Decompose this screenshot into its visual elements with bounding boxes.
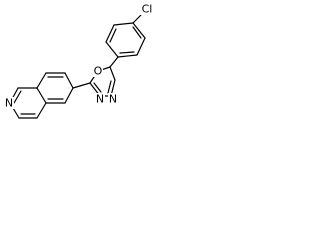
molecule-canvas: Cl O N N N [0,0,158,141]
nitrogen-atom-label-right: N [109,93,117,106]
bond-q-inner-d [13,90,22,104]
bond-q6 [64,72,74,89]
bond-n-c5-double [107,80,112,94]
bond-phenyl-oxadiazole [109,56,119,68]
chlorophenyl-ring [105,22,146,58]
molecule-structure: Cl O N N N [4,2,156,119]
nitrogen-atom-label-left: N [96,93,104,106]
bond-c2-c3 [136,37,146,56]
bond-c4-c5 [105,41,119,58]
bond-c1-c2 [132,22,146,39]
bond-q1 [64,87,74,104]
bond-inner-b [119,51,135,54]
bond-oxadiazole-quinoline [72,82,91,89]
bond-q4 [36,72,47,89]
mask-n-quinoline [4,97,14,109]
bond-c6-c1 [113,22,134,26]
bond-c5-top [109,66,116,81]
bond-q7 [36,102,47,119]
mask-n-right [108,93,118,105]
quinoline-ring-system [9,72,74,119]
bond-c-cl [132,14,142,24]
bond-inner-c [109,28,117,43]
quinoline-nitrogen-atom-label: N [5,97,13,110]
chlorine-atom-label: Cl [142,3,153,16]
bond-q3 [36,87,47,104]
oxygen-atom-label: O [94,65,103,78]
bond-c2-n-double [93,82,102,93]
mask-cl [138,2,156,15]
bond-inner-a [132,26,142,39]
bond-c5-c6 [105,24,115,43]
bond-c3-c4 [117,54,138,58]
mask-o [93,65,103,77]
mask-n-left [95,93,105,105]
